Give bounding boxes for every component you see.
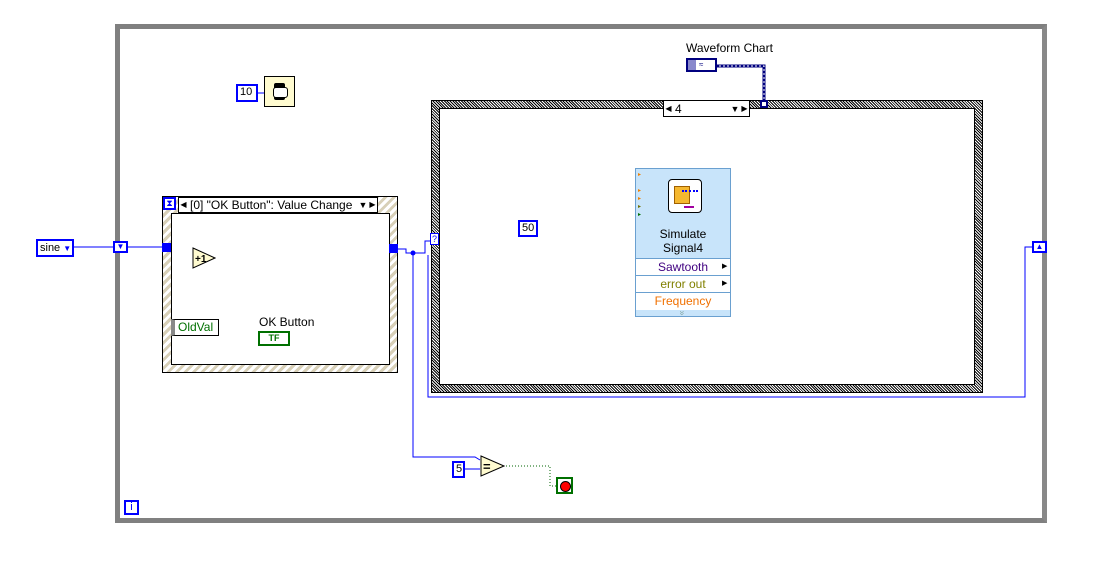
compare-constant[interactable]: 5 <box>452 461 465 478</box>
event-tunnel-right <box>389 244 398 253</box>
stop-icon <box>560 481 571 492</box>
dropdown-icon[interactable]: ▼ <box>63 243 72 253</box>
output-error-out[interactable]: error out▶ <box>636 275 730 293</box>
output-sawtooth[interactable]: Sawtooth▶ <box>636 258 730 276</box>
dropdown-icon[interactable]: ▼ <box>358 200 368 210</box>
shift-register-left: ▼ <box>113 241 128 253</box>
enum-constant[interactable]: sine▼ <box>36 239 74 257</box>
ok-button-label: OK Button <box>259 315 315 329</box>
case-selector-tunnel: ? <box>430 233 439 245</box>
previous-case-icon[interactable]: ◀ <box>180 200 187 209</box>
simulate-signal-express-vi[interactable]: ▸▸▸▸▸ Simulate Signal4 Sawtooth▶ error o… <box>635 168 731 317</box>
wire-junction <box>410 250 416 256</box>
ok-button-terminal[interactable]: TF <box>258 331 290 346</box>
equal-node[interactable]: = <box>480 455 505 477</box>
enum-value: sine <box>40 241 61 254</box>
expand-chevron-icon[interactable]: » <box>677 310 688 316</box>
hourglass-icon: ⧗ <box>163 197 176 210</box>
iteration-terminal: i <box>124 500 139 515</box>
frequency-constant[interactable]: 50 <box>518 220 538 237</box>
vi-title-line1: Simulate <box>659 227 707 241</box>
oldval-terminal: OldVal <box>171 319 219 336</box>
case-output-tunnel <box>760 100 768 108</box>
increment-node[interactable]: +1 <box>192 247 216 269</box>
case-selector-label: 4 <box>675 101 682 116</box>
input-frequency[interactable]: Frequency <box>636 292 730 310</box>
simulate-signal-icon <box>668 179 702 213</box>
wire-to-shift-right <box>427 246 1033 398</box>
next-case-icon[interactable]: ▶ <box>369 200 376 209</box>
while-loop[interactable] <box>115 24 1047 523</box>
case-selector[interactable]: ◀4 ▼▶ <box>663 100 750 117</box>
event-selector[interactable]: ◀[0] "OK Button": Value Change ▼▶ <box>178 197 378 213</box>
wait-constant[interactable]: 10 <box>236 84 258 102</box>
waveform-chart-terminal[interactable]: ≈ <box>686 58 717 72</box>
dropdown-icon[interactable]: ▼ <box>730 103 740 114</box>
stop-terminal[interactable] <box>556 477 573 494</box>
equal-label: = <box>483 459 491 474</box>
previous-case-icon[interactable]: ◀ <box>665 103 672 113</box>
next-case-icon[interactable]: ▶ <box>741 103 748 113</box>
vi-title-line2: Signal4 <box>662 241 704 255</box>
wire-to-compare <box>412 253 481 461</box>
event-tunnel-left <box>162 243 171 252</box>
increment-label: +1 <box>195 254 207 265</box>
wait-clock-icon[interactable] <box>264 76 295 107</box>
waveform-chart-label: Waveform Chart <box>686 41 773 55</box>
wire-boolean <box>503 465 556 487</box>
shift-register-right: ▲ <box>1032 241 1047 253</box>
event-selector-label: [0] "OK Button": Value Change <box>190 198 353 212</box>
